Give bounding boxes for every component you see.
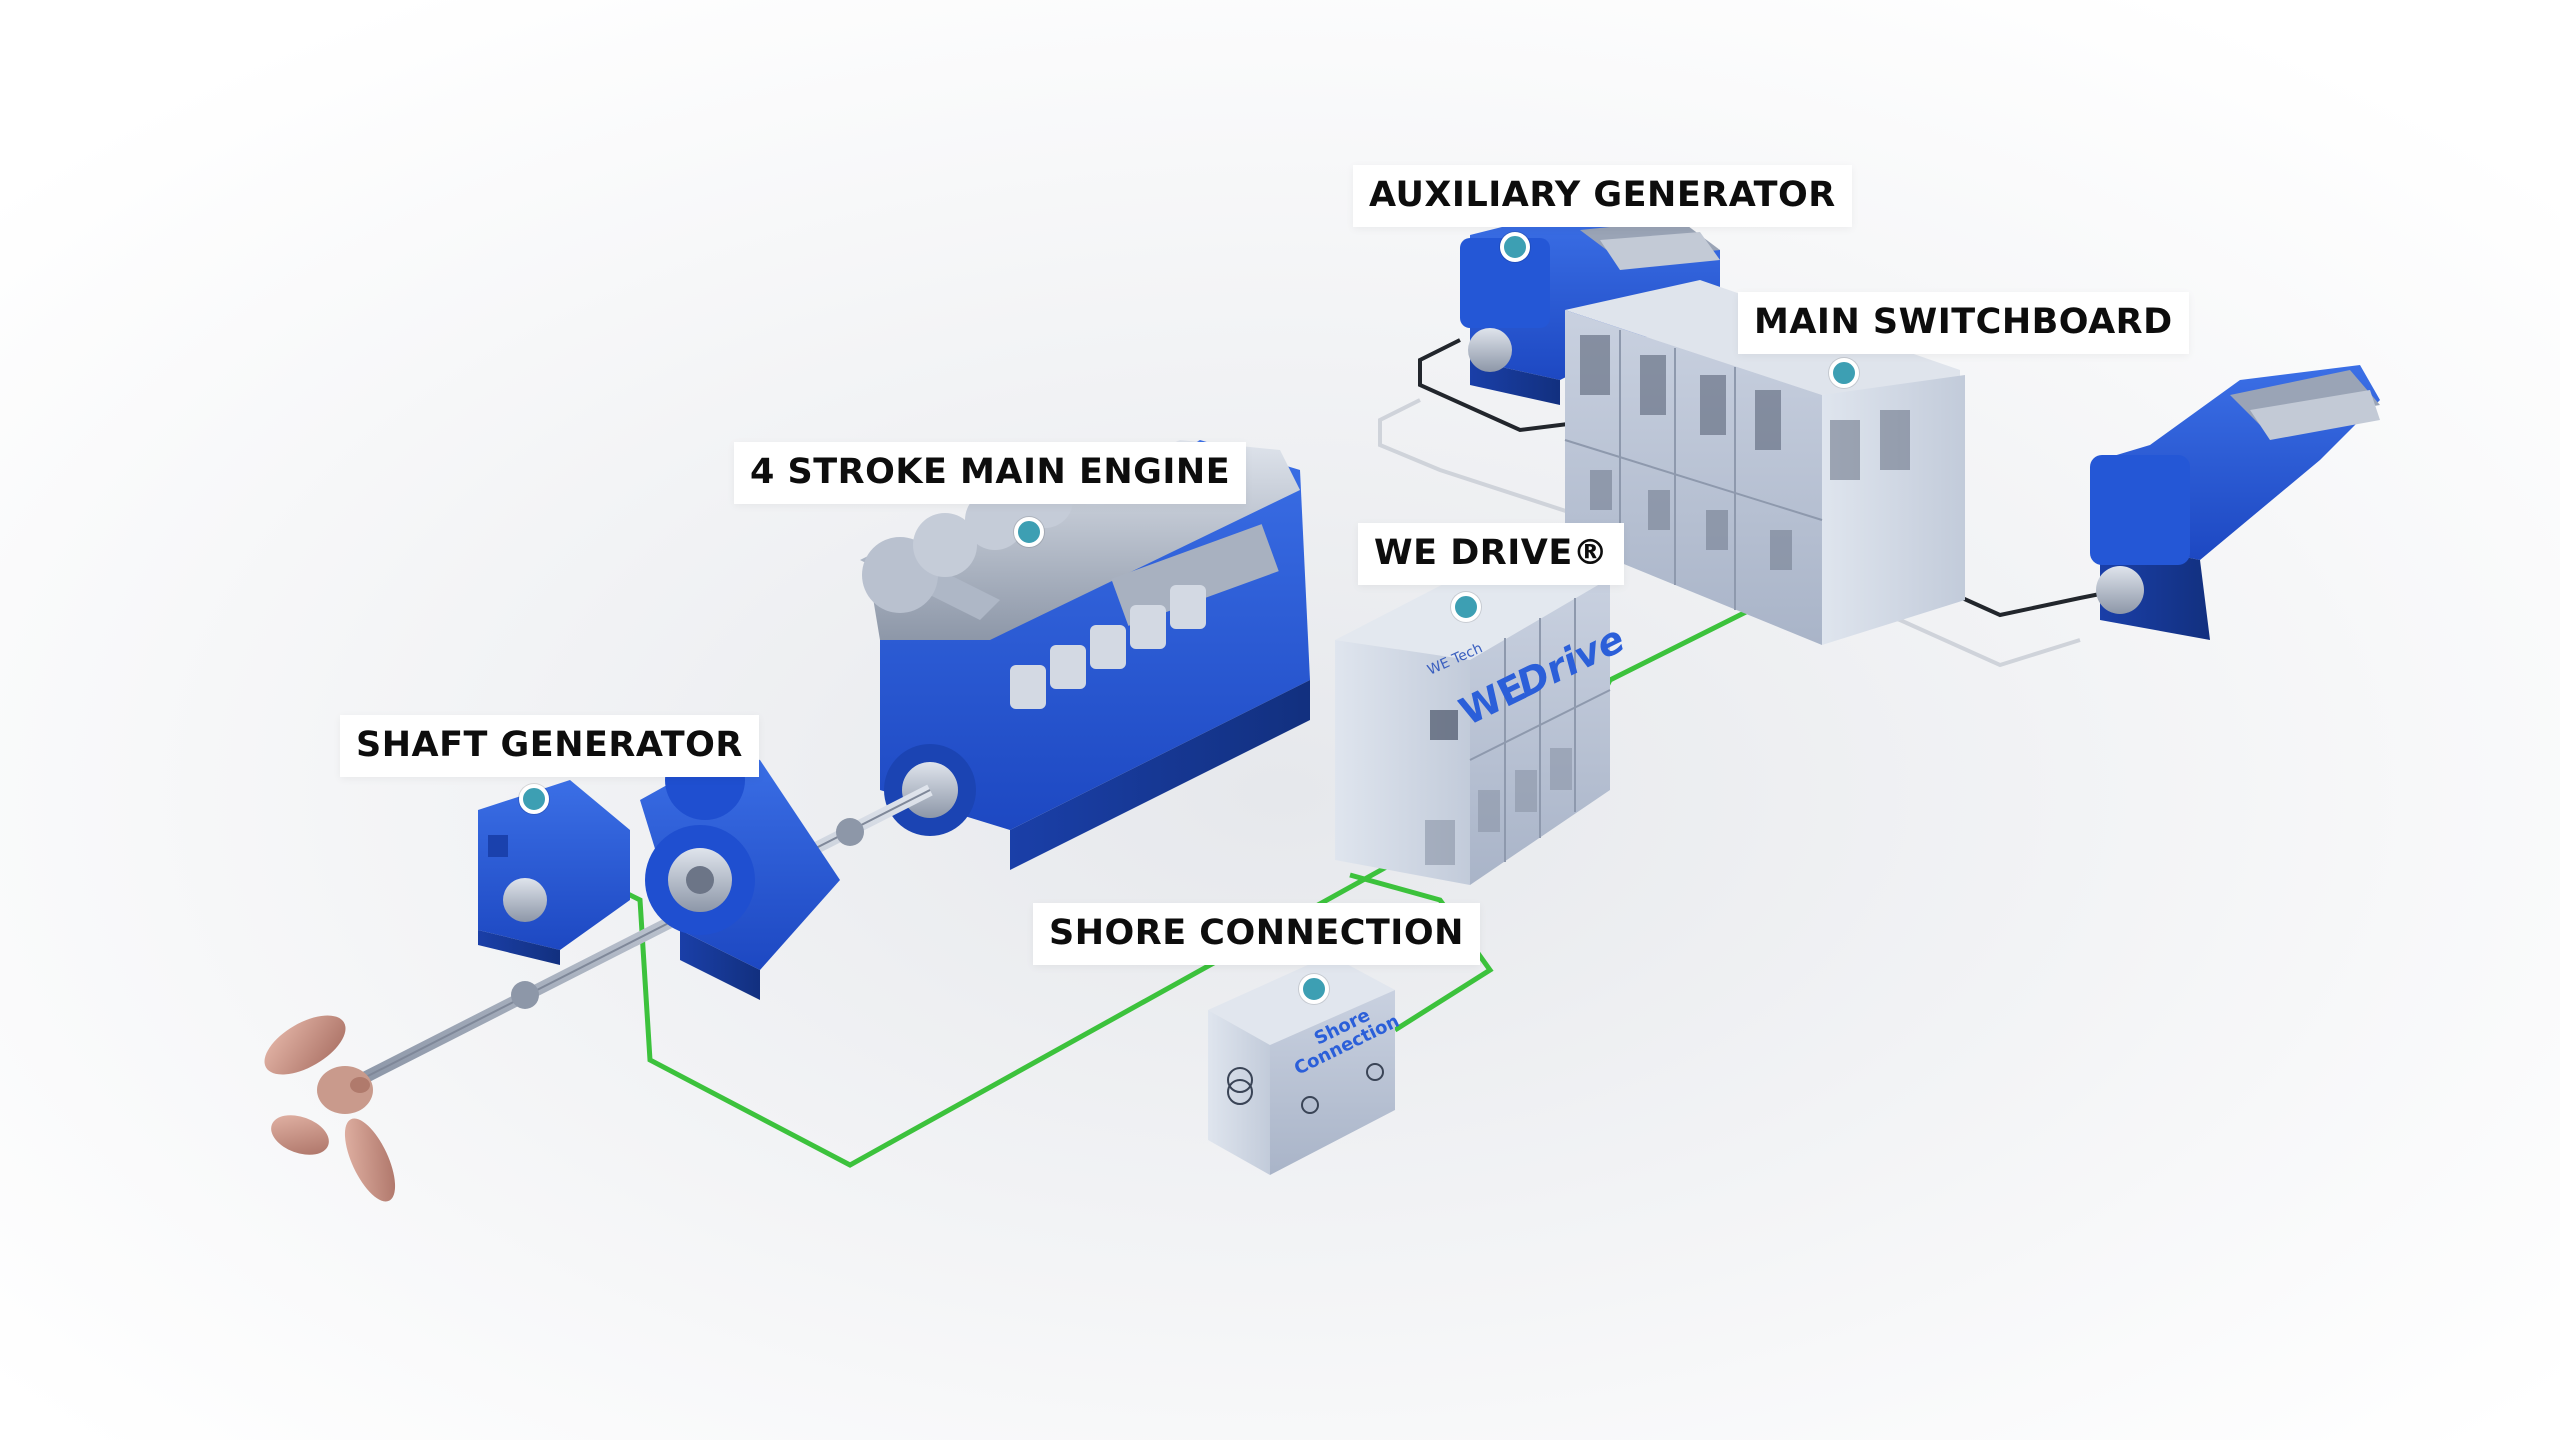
shore-connection-hotspot[interactable]: [1299, 974, 1329, 1004]
main-switchboard-hotspot[interactable]: [1829, 358, 1859, 388]
main-engine-label: 4 STROKE MAIN ENGINE: [734, 442, 1247, 504]
we-drive-label: WE DRIVE®: [1358, 523, 1625, 585]
transformer-icon: [1227, 1067, 1253, 1093]
cable-reflection: [1378, 398, 2081, 668]
shore-connection-cabinet: Shore Connection: [1208, 955, 1403, 1175]
auxiliary-generator-hotspot[interactable]: [1500, 232, 1530, 262]
auxiliary-generator-machine: [1460, 215, 1720, 405]
main-switchboard-label: MAIN SWITCHBOARD: [1738, 292, 2189, 354]
shaft-generator-machine: [478, 780, 630, 965]
propeller-shaft: [357, 784, 933, 1086]
shore-connection-label: SHORE CONNECTION: [1033, 903, 1480, 965]
shaft-generator-hotspot[interactable]: [519, 784, 549, 814]
auxiliary-generator-right: [2090, 365, 2380, 640]
transformer-symbol-icon-2: [1366, 1063, 1384, 1081]
we-drive-hotspot[interactable]: [1451, 592, 1481, 622]
transformer-symbol-icon: [1301, 1096, 1319, 1114]
shaft-generator-label: SHAFT GENERATOR: [340, 715, 759, 777]
main-engine-hotspot[interactable]: [1014, 517, 1044, 547]
auxiliary-generator-label: AUXILIARY GENERATOR: [1353, 165, 1852, 227]
main-engine-machine: [860, 440, 1310, 870]
propeller: [264, 1015, 396, 1202]
aux-generator-cable: [1418, 338, 1601, 433]
